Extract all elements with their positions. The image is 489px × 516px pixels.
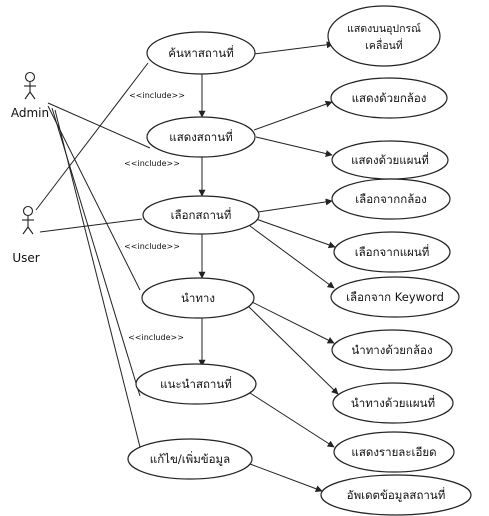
arrow-show-to-map [255, 136, 333, 157]
use-case-select-place-label: เลือกสถานที่ [171, 207, 232, 222]
use-case-recommend-place: แนะนำสถานที่ [135, 363, 257, 405]
use-case-show-place: แสดงสถานที่ [146, 116, 256, 158]
use-case-select-from-map-label: เลือกจากแผนที่ [355, 244, 430, 259]
use-case-navigate-by-map: นำทางด้วยแผนที่ [332, 382, 454, 424]
use-case-show-on-device-line1: แสดงบนอุปกรณ์ [347, 22, 421, 35]
extension-arrows [247, 41, 339, 493]
include-label-3: <<include>> [124, 242, 180, 251]
use-case-edit-add-data-label: แก้ไข/เพิ่มข้อมูล [150, 451, 230, 466]
arrow-select-to-keyword [249, 225, 335, 289]
use-case-select-from-keyword: เลือกจาก Keyword [330, 276, 460, 318]
include-label-2: <<include>> [124, 159, 180, 168]
use-case-show-by-camera: แสดงด้วยกล้อง [330, 77, 448, 119]
arrow-navigate-to-map [247, 305, 339, 395]
arrow-select-to-camera [257, 198, 333, 213]
assoc-admin-show-place [47, 102, 151, 149]
use-case-select-from-map: เลือกจากแผนที่ [333, 231, 451, 273]
use-case-select-from-camera: เลือกจากกล้อง [331, 178, 451, 220]
use-case-show-place-label: แสดงสถานที่ [169, 129, 232, 144]
use-case-update-place-data-label: อัพเดตข้อมูลสถานที่ [347, 487, 446, 502]
use-case-search-place: ค้นหาสถานที่ [146, 31, 256, 75]
use-case-search-place-label: ค้นหาสถานที่ [168, 45, 233, 60]
actor-user: User [12, 205, 40, 265]
use-case-show-details-label: แสดงรายละเอียด [351, 445, 436, 459]
use-case-navigate-by-camera-label: นำทางด้วยกล้อง [351, 343, 432, 357]
use-case-show-on-device-line2: เคลื่อนที่ [365, 38, 403, 52]
arrow-navigate-to-camera [251, 301, 335, 344]
actor-admin: Admin [11, 71, 49, 120]
actor-associations [35, 62, 151, 456]
arrow-edit-to-update [249, 463, 323, 493]
assoc-user-search-place [35, 62, 149, 211]
use-case-select-from-camera-label: เลือกจากกล้อง [355, 192, 427, 206]
stick-figure-icon [24, 71, 36, 100]
include-label-1: <<include>> [129, 91, 185, 100]
use-case-navigate-label: นำทาง [181, 291, 215, 305]
use-case-show-by-camera-label: แสดงด้วยกล้อง [352, 91, 427, 105]
use-case-select-from-keyword-label: เลือกจาก Keyword [346, 290, 444, 304]
arrow-select-to-map [255, 218, 336, 249]
arrow-recommend-to-details [249, 392, 335, 448]
use-case-recommend-place-label: แนะนำสถานที่ [160, 376, 232, 391]
assoc-admin-edit-data [54, 109, 143, 456]
assoc-admin-select-place [47, 105, 141, 291]
use-case-update-place-data: อัพเดตข้อมูลสถานที่ [320, 474, 472, 516]
arrow-show-to-camera [253, 100, 333, 131]
use-case-navigate-by-map-label: นำทางด้วยแผนที่ [351, 395, 435, 410]
use-case-navigate-by-camera: นำทางด้วยกล้อง [331, 329, 453, 371]
use-case-edit-add-data: แก้ไข/เพิ่มข้อมูล [127, 438, 253, 480]
use-case-show-on-device: แสดงบนอุปกรณ์ เคลื่อนที่ [327, 5, 441, 67]
use-case-show-details: แสดงรายละเอียด [333, 431, 455, 473]
actor-admin-label: Admin [11, 106, 49, 120]
stick-figure-icon [22, 205, 34, 235]
arrow-search-to-device [253, 41, 334, 55]
use-case-navigate: นำทาง [141, 277, 255, 319]
use-case-show-by-map: แสดงด้วยแผนที่ [331, 140, 449, 180]
actor-user-label: User [12, 251, 39, 265]
use-case-select-place: เลือกสถานที่ [142, 195, 260, 235]
assoc-user-select-place [39, 218, 143, 233]
use-case-show-by-map-label: แสดงด้วยแผนที่ [351, 152, 429, 167]
include-label-4: <<include>> [128, 333, 184, 342]
